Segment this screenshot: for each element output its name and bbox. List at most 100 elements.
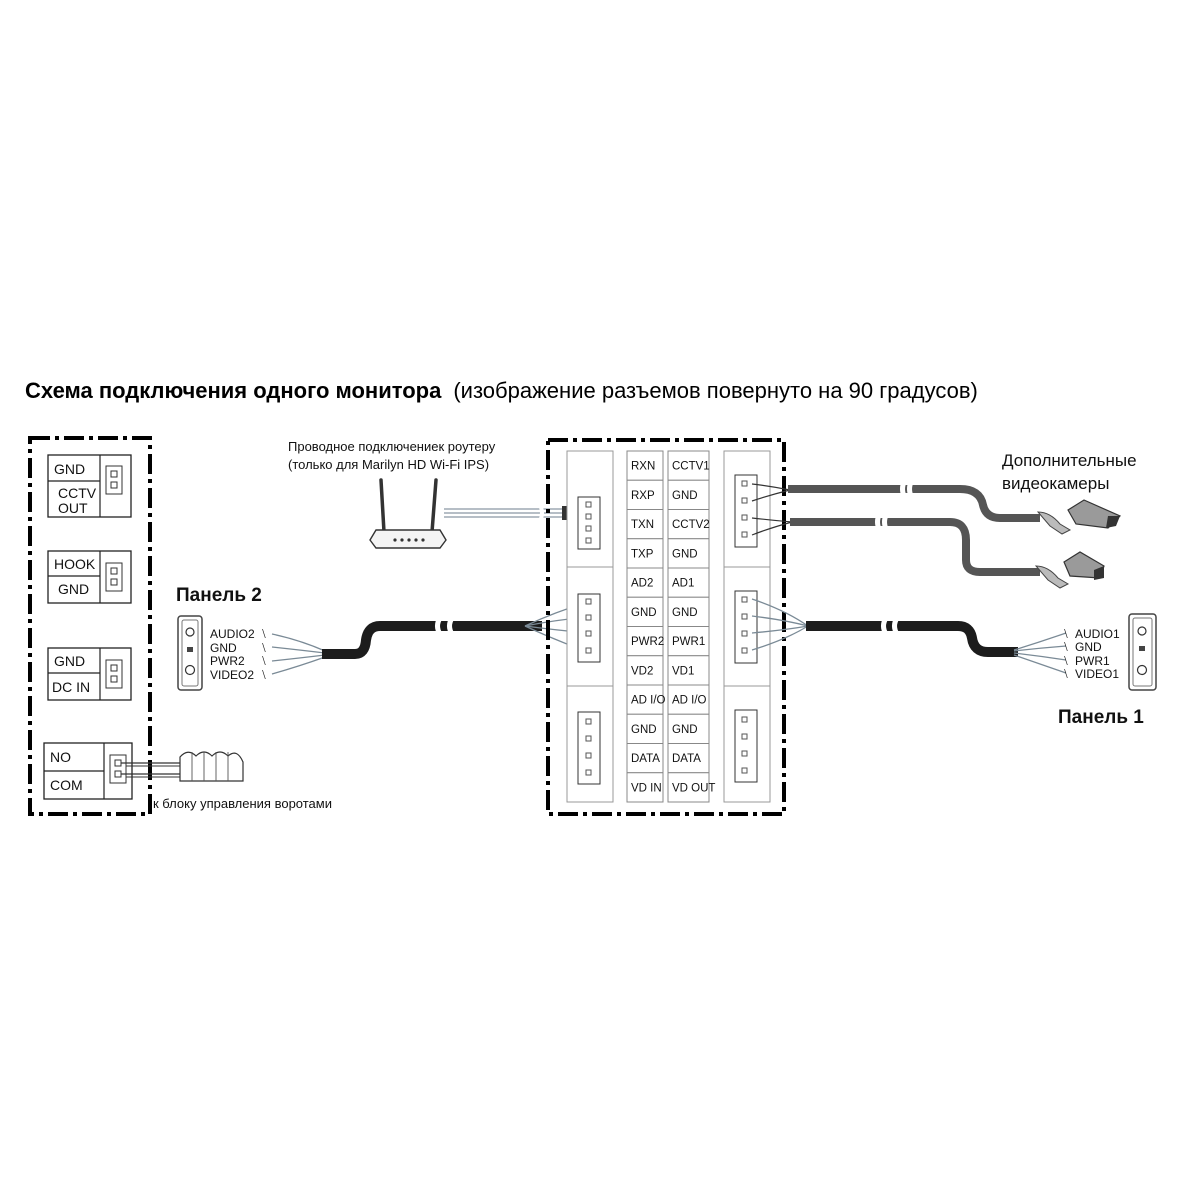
panel1-cable xyxy=(806,621,1018,657)
panel1-title: Панель 1 xyxy=(1058,707,1144,728)
connector-extension-right xyxy=(734,709,758,783)
monitor-pin-label-right: GND xyxy=(672,548,698,560)
panel1-pin-video: VIDEO1 xyxy=(1075,667,1119,681)
monitor-terminal-block-outline xyxy=(546,438,786,816)
terminal-label-com: COM xyxy=(50,777,83,793)
terminal-label-gnd: GND xyxy=(54,653,85,669)
panel2-pin-pwr: PWR2 xyxy=(210,654,245,668)
panel1-pin-audio: AUDIO1 xyxy=(1075,627,1120,641)
terminal-label-gnd: GND xyxy=(58,581,89,597)
monitor-pin-cell xyxy=(667,567,710,598)
svg-text:⧵: ⧵ xyxy=(1064,640,1068,654)
monitor-pin-label-right: AD I/O xyxy=(672,695,707,707)
panel1-monitor-wire-fan xyxy=(751,598,809,651)
monitor-pin-label-left: GND xyxy=(631,607,657,619)
monitor-pin-cell xyxy=(626,450,664,481)
monitor-pin-cell xyxy=(667,479,710,510)
monitor-pin-cell xyxy=(667,596,710,627)
panel2-wire-fan: ⧵ ⧵ ⧵ ⧵ xyxy=(262,627,326,682)
monitor-pin-label-right: DATA xyxy=(672,753,701,765)
diagram-title: Схема подключения одного монитора (изобр… xyxy=(25,378,978,403)
connector-cctv xyxy=(734,474,758,548)
monitor-pin-cell xyxy=(667,538,710,569)
monitor-pin-label-left: RXP xyxy=(631,490,655,502)
svg-text:⧵: ⧵ xyxy=(262,668,266,682)
terminal-group-hook: HOOK GND xyxy=(47,550,132,604)
connector-router xyxy=(577,496,601,550)
monitor-pin-label-left: VD IN xyxy=(631,782,662,794)
svg-text:⧵: ⧵ xyxy=(262,654,266,668)
monitor-pin-label-right: GND xyxy=(672,607,698,619)
connector-panel2 xyxy=(577,593,601,663)
gate-controller-note: к блоку управления воротами xyxy=(153,796,332,811)
monitor-pin-label-left: PWR2 xyxy=(631,636,664,648)
monitor-pin-label-left: RXN xyxy=(631,461,655,473)
terminal-label-gnd: GND xyxy=(54,461,85,477)
monitor-pin-cell xyxy=(667,509,710,540)
monitor-pin-label-right: VD1 xyxy=(672,665,694,677)
monitor-pin-label-right: CCTV1 xyxy=(672,461,710,473)
terminal-group-dc-in: GND DC IN xyxy=(47,647,132,701)
terminal-label-cctv: CCTV xyxy=(58,485,97,501)
svg-text:⧵: ⧵ xyxy=(262,627,266,641)
svg-text:⧵: ⧵ xyxy=(1064,667,1068,681)
panel2-door-station-icon xyxy=(177,615,203,691)
monitor-pin-label-left: TXN xyxy=(631,519,654,531)
monitor-pin-label-left: VD2 xyxy=(631,665,653,677)
monitor-pin-label-right: GND xyxy=(672,490,698,502)
panel2-pins: AUDIO2 GND PWR2 VIDEO2 xyxy=(210,627,255,682)
panel1-pin-pwr: PWR1 xyxy=(1075,654,1110,668)
monitor-pin-cell xyxy=(626,772,664,803)
panel2-cable xyxy=(322,621,542,659)
gate-controller-connection xyxy=(121,751,244,782)
monitor-pin-label-right: VD OUT xyxy=(672,782,715,794)
monitor-pin-cell xyxy=(626,626,664,657)
gate-control-unit-icon xyxy=(179,751,244,782)
monitor-pin-cell xyxy=(667,743,710,774)
connector-panel1 xyxy=(734,590,758,664)
monitor-pin-cell xyxy=(667,450,710,481)
connector-icon xyxy=(109,754,127,784)
monitor-pin-cell xyxy=(667,684,710,715)
monitor-pin-cell xyxy=(626,713,664,744)
monitor-pin-cell xyxy=(667,713,710,744)
panel1-pins: AUDIO1 GND PWR1 VIDEO1 xyxy=(1075,627,1120,681)
monitor-pin-label-left: GND xyxy=(631,724,657,736)
monitor-pin-cell xyxy=(667,626,710,657)
monitor-pin-cell xyxy=(626,479,664,510)
terminal-label-out: OUT xyxy=(58,500,88,516)
monitor-pin-label-left: TXP xyxy=(631,548,654,560)
monitor-pin-label-left: AD2 xyxy=(631,578,653,590)
svg-text:⧵: ⧵ xyxy=(1064,654,1068,668)
cameras-note-line1: Дополнительные xyxy=(1002,451,1137,470)
monitor-connectors xyxy=(577,474,758,785)
panel2-pin-audio: AUDIO2 xyxy=(210,627,255,641)
monitor-pin-label-right: AD1 xyxy=(672,578,694,590)
router-ethernet-cable xyxy=(444,504,584,522)
camera1-cable xyxy=(788,485,1040,522)
camera2-cable xyxy=(790,518,1040,576)
panel2-pin-gnd: GND xyxy=(210,641,237,655)
router-note-line2: (только для Marilyn HD Wi-Fi IPS) xyxy=(288,457,489,472)
panel1-pin-gnd: GND xyxy=(1075,640,1102,654)
terminal-label-no: NO xyxy=(50,749,71,765)
monitor-pin-cell xyxy=(626,655,664,686)
monitor-pin-label-right: CCTV2 xyxy=(672,519,710,531)
panel2-pin-video: VIDEO2 xyxy=(210,668,254,682)
connector-icon xyxy=(105,465,123,495)
title-bold-part: Схема подключения одного монитора xyxy=(25,378,442,403)
panel2-title: Панель 2 xyxy=(176,585,262,606)
monitor-pin-cell xyxy=(667,772,710,803)
monitor-pin-label-left: DATA xyxy=(631,753,660,765)
terminal-group-cctv-out: GND CCTV OUT xyxy=(47,454,132,518)
monitor-pin-label-left: AD I/O xyxy=(631,695,666,707)
router-note-line1: Проводное подключениек роутеру xyxy=(288,439,496,454)
camera2-icon xyxy=(1034,551,1105,589)
panel1-wire-fan: ⧵ ⧵ ⧵ ⧵ xyxy=(1013,627,1068,681)
camera-wire-fan xyxy=(751,483,793,536)
connector-icon xyxy=(105,659,123,689)
terminal-label-hook: HOOK xyxy=(54,556,96,572)
